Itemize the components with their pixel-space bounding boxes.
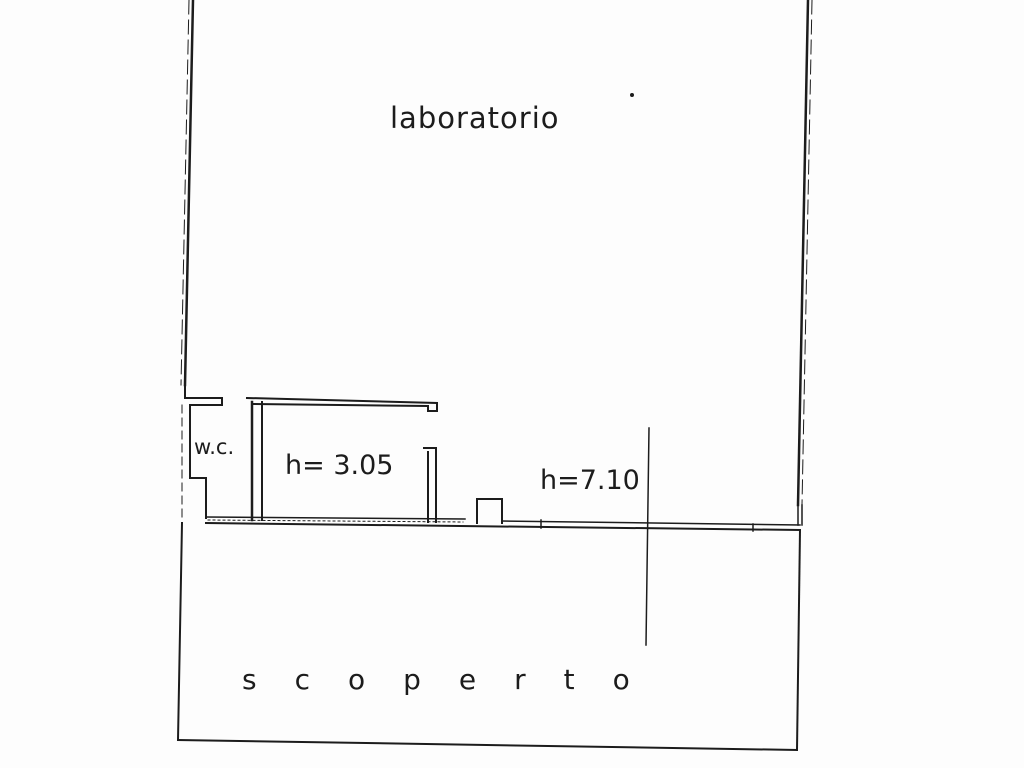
room-label-wc: w.c.: [194, 435, 235, 459]
pillar-block: [476, 498, 503, 524]
ink-speck: [630, 93, 634, 97]
small-room-right-wall: [423, 447, 437, 523]
wc-partition-wall: [250, 400, 263, 522]
laboratory-right-wall: [796, 0, 813, 526]
wc-door-jamb: [181, 384, 223, 519]
section-line: [645, 427, 650, 646]
laboratory-left-wall: [180, 0, 195, 387]
ceiling-height-small-room: h= 3.05: [285, 450, 394, 481]
laboratory-bottom-wall: [204, 516, 802, 532]
small-room-top-wall: [245, 396, 438, 412]
outdoor-area-outline: [176, 521, 802, 752]
ceiling-height-main-room: h=7.10: [540, 465, 640, 496]
room-label-outdoor: scoperto: [242, 663, 668, 696]
room-label-laboratory: laboratorio: [390, 101, 560, 135]
